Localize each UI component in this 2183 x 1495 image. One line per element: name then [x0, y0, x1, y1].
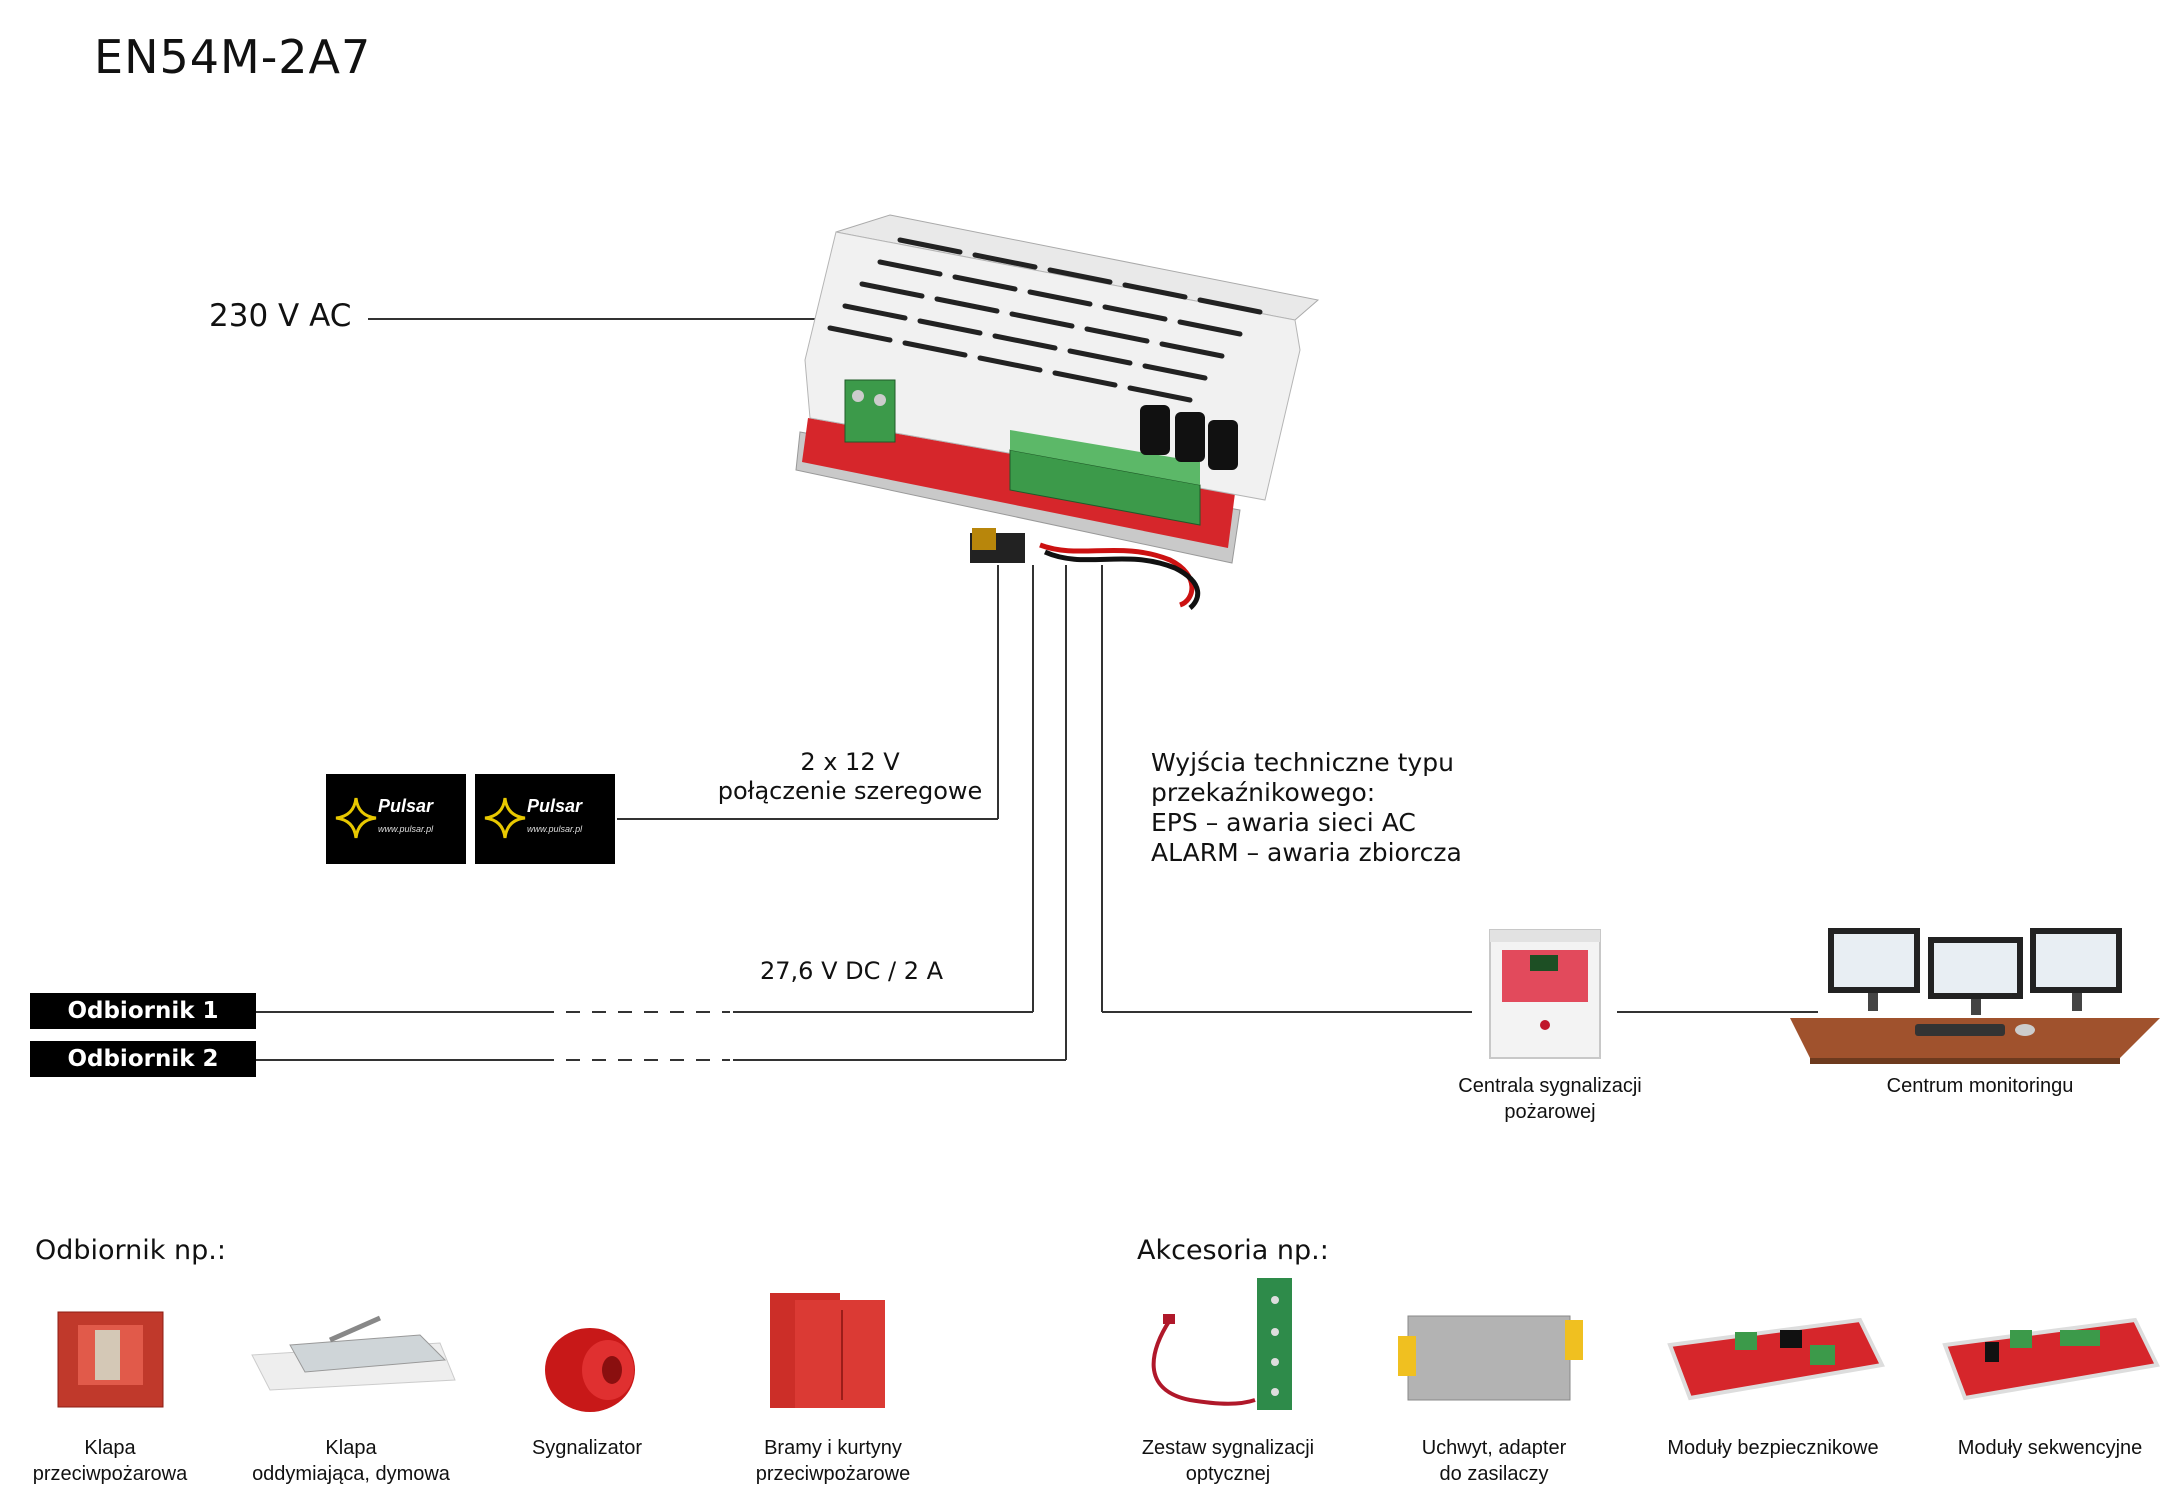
fire-damper-icon — [57, 1311, 164, 1408]
caption-line1: Zestaw sygnalizacji — [1141, 1437, 1315, 1459]
caption-line1: Uchwyt, adapter — [1421, 1437, 1567, 1459]
fire-alarm-central-image — [1489, 929, 1601, 1059]
sounder-icon — [545, 1328, 635, 1412]
caption-line2: do zasilaczy — [1439, 1463, 1549, 1485]
optical-signal-kit-icon — [1151, 1278, 1292, 1410]
receiver-item-caption: Bramy i kurtyny przeciwpożarowe — [703, 1435, 963, 1487]
ac-input-label: 230 V AC — [209, 298, 352, 334]
battery-label: 2 x 12 V połączenie szeregowe — [690, 748, 1010, 806]
caption-line2: przeciwpożarowa — [32, 1463, 188, 1485]
central-caption-line1: Centrala sygnalizacji — [1458, 1075, 1642, 1097]
central-caption: Centrala sygnalizacji pożarowej — [1400, 1073, 1700, 1125]
battery-label-line1: 2 x 12 V — [800, 748, 900, 776]
receiver-item-caption: Klapa oddymiająca, dymowa — [221, 1435, 481, 1487]
technical-outputs-label: Wyjścia techniczne typu przekaźnikowego:… — [1151, 748, 1462, 868]
receiver-1-label: Odbiornik 1 — [30, 993, 256, 1029]
dc-output-label: 27,6 V DC / 2 A — [760, 957, 944, 985]
outputs-line2: przekaźnikowego: — [1151, 778, 1376, 807]
fuse-module-icon — [1667, 1317, 1885, 1401]
caption-line1: Klapa — [84, 1437, 136, 1459]
receiver-item-caption: Sygnalizator — [457, 1435, 717, 1461]
pulsar-logo-icon — [484, 797, 526, 839]
battery-2: Pulsar www.pulsar.pl — [475, 774, 615, 864]
caption-line2: przeciwpożarowe — [755, 1463, 911, 1485]
battery-url: www.pulsar.pl — [378, 824, 434, 834]
smoke-vent-icon — [251, 1315, 456, 1391]
monitoring-center-image — [1790, 928, 2160, 1064]
outputs-line1: Wyjścia techniczne typu — [1151, 748, 1454, 777]
caption-line1: Sygnalizator — [531, 1437, 643, 1459]
caption-line2: oddymiająca, dymowa — [252, 1463, 450, 1485]
accessory-item-caption: Zestaw sygnalizacji optycznej — [1098, 1435, 1358, 1487]
fire-door-icon — [770, 1293, 885, 1408]
battery-brand: Pulsar — [378, 796, 434, 816]
caption-line1: Moduły sekwencyjne — [1957, 1437, 2143, 1459]
caption-line1: Bramy i kurtyny — [764, 1437, 902, 1459]
receiver-2-label: Odbiornik 2 — [30, 1041, 256, 1077]
connection-lines — [256, 318, 1818, 1061]
accessory-item-caption: Moduły bezpiecznikowe — [1643, 1435, 1903, 1461]
pulsar-logo-icon — [335, 797, 377, 839]
accessory-examples-header: Akcesoria np.: — [1137, 1235, 1329, 1266]
battery-1: Pulsar www.pulsar.pl — [326, 774, 466, 864]
battery-url: www.pulsar.pl — [527, 824, 583, 834]
receiver-item-caption: Klapa przeciwpożarowa — [0, 1435, 240, 1487]
mounting-adapter-icon — [1398, 1315, 1583, 1401]
outputs-line4: ALARM – awaria zbiorcza — [1151, 838, 1462, 867]
accessory-item-caption: Uchwyt, adapter do zasilaczy — [1364, 1435, 1624, 1487]
outputs-line3: EPS – awaria sieci AC — [1151, 808, 1416, 837]
page-title: EN54M-2A7 — [94, 30, 372, 84]
sequence-module-icon — [1942, 1317, 2160, 1401]
battery-label-line2: połączenie szeregowe — [717, 777, 983, 805]
monitor-caption: Centrum monitoringu — [1886, 1075, 2074, 1097]
central-caption-line2: pożarowej — [1504, 1101, 1596, 1123]
power-supply-unit — [795, 214, 1320, 610]
battery-brand: Pulsar — [527, 796, 583, 816]
accessory-item-caption: Moduły sekwencyjne — [1920, 1435, 2180, 1461]
caption-line1: Klapa — [325, 1437, 377, 1459]
receiver-examples-header: Odbiornik np.: — [35, 1235, 226, 1266]
caption-line2: optycznej — [1185, 1463, 1271, 1485]
caption-line1: Moduły bezpiecznikowe — [1667, 1437, 1879, 1459]
